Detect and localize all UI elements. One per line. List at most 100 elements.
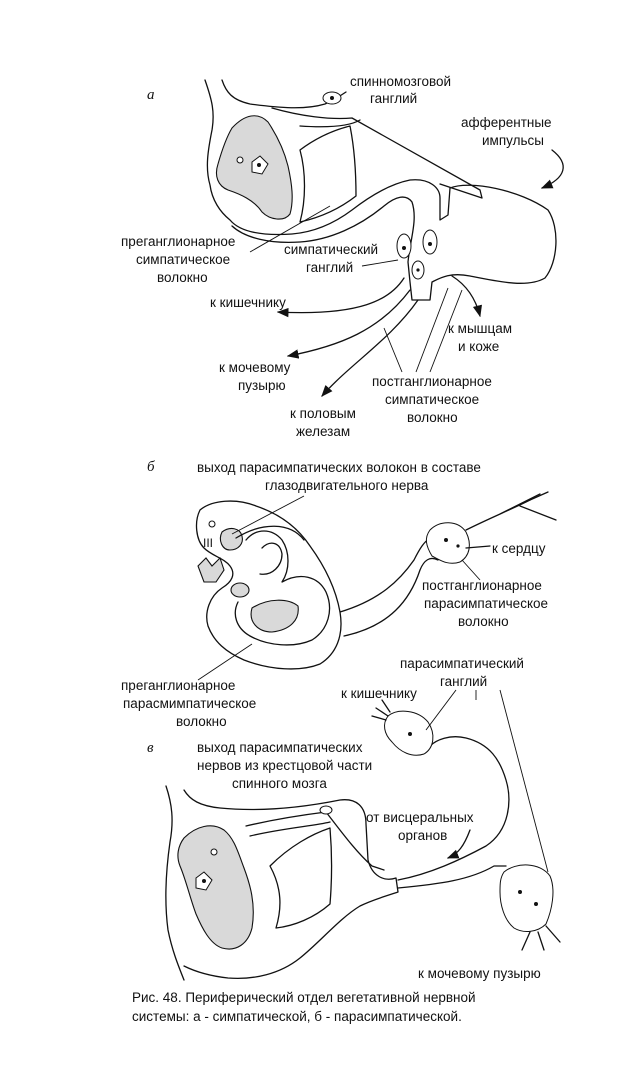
label-to-heart: к сердцу	[492, 541, 546, 556]
brainstem-outline-b	[195, 500, 342, 670]
leader-postganglionic-b	[461, 559, 481, 581]
panel-a-sympathetic: а	[121, 74, 564, 439]
bladder-ganglion-c	[499, 864, 554, 932]
label-to-bladder-a-1: к мочевому	[219, 360, 291, 375]
visceral-fiber-c2	[397, 865, 507, 889]
label-to-intestine-c: к кишечнику	[341, 686, 417, 701]
label-postganglionic-a-2: симпатическое	[385, 392, 479, 407]
arrow-to-intestine-a	[276, 277, 405, 318]
bladder-ganglion-cell-c1	[518, 890, 522, 894]
oculomotor-nucleus-b	[219, 527, 243, 551]
parasym-ganglion-b	[425, 522, 470, 564]
panel-b-parasympathetic: б III выход парасимпатических волокон в …	[121, 459, 557, 729]
label-to-muscles-1: к мышцам	[448, 321, 512, 336]
to-heart-fiber-b	[465, 493, 557, 549]
arrow-visceral-c	[446, 829, 471, 859]
bladder-branches-c	[521, 925, 561, 951]
panel-letter-b: б	[147, 459, 155, 475]
leader-exit-b	[231, 495, 305, 535]
label-sym-ganglion-1: симпатический	[284, 242, 378, 257]
dorsal-root-lower-a	[299, 119, 361, 128]
dorsal-root-c2	[249, 821, 331, 837]
label-preganglionic-a-1: преганглионарное	[121, 234, 235, 249]
leader-parasym-ganglion-2	[499, 689, 549, 873]
brainstem-inner-b	[234, 530, 331, 646]
leader-preganglionic-a	[249, 205, 331, 253]
spinal-cord-body-c	[183, 789, 399, 980]
label-parasym-ganglion-1: парасимпатический	[400, 656, 524, 671]
leader-sym-ganglion-a	[361, 259, 399, 267]
dorsal-root-c	[245, 811, 385, 871]
label-spinal-ganglion-1: спинномозговой	[350, 74, 451, 89]
label-afferent-1: афферентные	[461, 115, 552, 130]
label-preganglionic-b-2: парасмимпатическое	[123, 696, 256, 711]
ganglion-cell-b2	[456, 544, 460, 548]
bladder-ganglion-cell-c2	[534, 902, 538, 906]
ganglion-cell-b1	[444, 538, 448, 542]
label-visceral-2: органов	[398, 828, 447, 843]
label-preganglionic-a-3: волокно	[157, 270, 208, 285]
label-preganglionic-b-1: преганглионарное	[121, 678, 235, 693]
nerve-root-b	[230, 582, 250, 598]
heart-branch-b	[529, 491, 549, 501]
label-exit-c-2: нервов из крестцовой части	[197, 758, 372, 773]
label-exit-b-2: глазодвигательного нерва	[265, 478, 429, 493]
label-preganglionic-a-2: симпатическое	[136, 252, 230, 267]
roman-numeral-iii: III	[203, 536, 213, 550]
label-preganglionic-b-3: волокно	[176, 714, 227, 729]
label-postganglionic-b-1: постганглионарное	[422, 578, 542, 593]
fiber-to-ciliary-b2	[343, 557, 439, 637]
label-spinal-ganglion-2: ганглий	[370, 91, 417, 106]
label-exit-c-3: спинного мозга	[232, 776, 327, 791]
label-to-glands-1: к половым	[290, 406, 356, 421]
intestine-ganglion-cell-c	[408, 732, 412, 736]
motor-neuron-a	[236, 155, 269, 175]
label-to-muscles-2: и коже	[458, 339, 499, 354]
small-circle-b	[208, 520, 216, 528]
spinal-cord-outline-a	[204, 79, 557, 301]
arrow-to-bladder-a	[286, 289, 411, 359]
figure-caption: Рис. 48. Периферический отдел вегетативн…	[132, 988, 572, 1026]
panel-letter-c: в	[147, 740, 154, 756]
fiber-to-ciliary-b	[339, 537, 431, 613]
panel-letter-a: а	[147, 87, 155, 103]
arrow-afferent-a	[540, 149, 564, 189]
visceral-fiber-c	[397, 736, 510, 881]
leader-postganglionic-a3	[429, 289, 463, 373]
red-nucleus-b	[197, 556, 225, 583]
leader-preganglionic-b	[197, 643, 253, 681]
preganglionic-fiber-b	[235, 525, 305, 541]
label-parasym-ganglion-2: ганглий	[440, 674, 487, 689]
label-afferent-2: импульсы	[482, 133, 544, 148]
label-to-intestine-a: к кишечнику	[210, 295, 286, 310]
label-postganglionic-a-3: волокно	[407, 410, 458, 425]
svg-text:выход парасимпатических волоко: выход парасимпатических волокон в состав…	[197, 460, 481, 493]
neuron-c	[195, 848, 218, 891]
label-postganglionic-b-3: волокно	[458, 614, 509, 629]
label-exit-b-1: выход парасимпатических волокон в состав…	[197, 460, 481, 475]
intestine-branches-c	[371, 699, 391, 721]
label-to-bladder-c: к мочевому пузырю	[418, 966, 541, 981]
sympathetic-ganglion-cells-a	[396, 229, 438, 280]
arrow-to-muscles-a	[451, 275, 482, 318]
label-visceral-1: от висцеральных	[366, 810, 474, 825]
label-exit-c-1: выход парасимпатических	[197, 740, 363, 755]
leader-parasym-ganglion-1	[425, 689, 457, 731]
arrow-to-glands-a	[321, 299, 419, 397]
label-to-bladder-a-2: пузырю	[238, 378, 286, 393]
caption-line-2: системы: а - симпатической, б - парасимп…	[132, 1009, 462, 1024]
spinal-ganglion-c	[319, 805, 333, 815]
ventral-horn-c	[269, 827, 333, 929]
spinal-cord-outline-c	[165, 785, 185, 981]
